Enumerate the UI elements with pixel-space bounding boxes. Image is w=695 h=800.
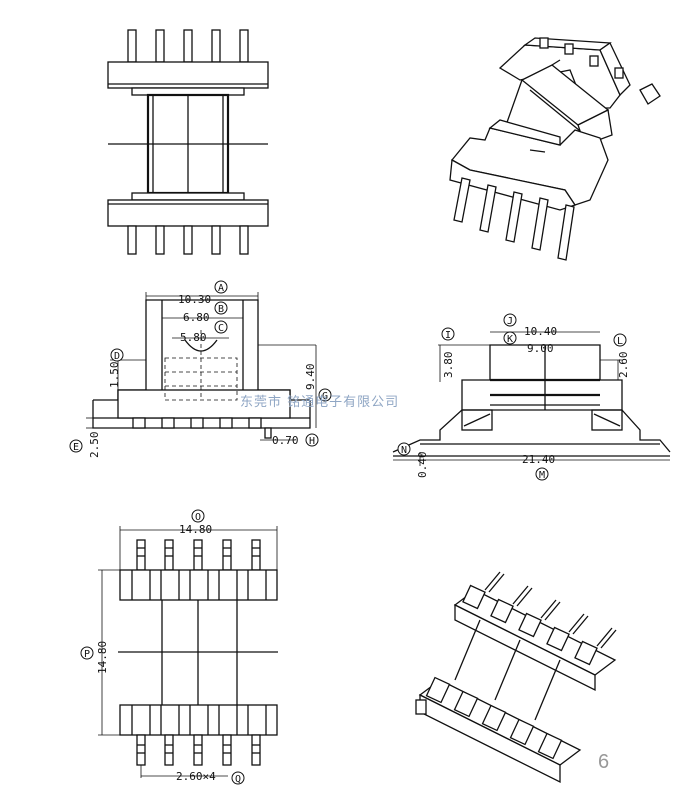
dim-21-40: 21.40 — [522, 453, 555, 466]
svg-text:A: A — [218, 283, 224, 294]
svg-text:M: M — [539, 470, 545, 481]
dim-9-40: 9.40 — [304, 364, 317, 391]
callout-m: M — [535, 467, 549, 481]
callout-n: N — [397, 442, 411, 456]
dim-9-00: 9.00 — [527, 342, 554, 355]
svg-text:G: G — [322, 391, 328, 402]
callout-j: J — [503, 313, 517, 327]
iso2-front-pins — [415, 676, 563, 760]
svg-text:H: H — [309, 436, 315, 447]
svg-text:Q: Q — [235, 774, 241, 785]
svg-text:J: J — [507, 316, 513, 327]
svg-text:D: D — [114, 351, 120, 362]
page-number: 6 — [598, 751, 609, 773]
dim-10-30: 10.30 — [178, 293, 211, 306]
bottom-view-top-pins — [136, 539, 261, 571]
callout-l: L — [613, 333, 627, 347]
watermark: 东莞市 铭通电子有限公司 — [240, 394, 399, 410]
bottom-pins — [127, 225, 249, 255]
svg-text:E: E — [73, 442, 79, 453]
dim-0-40: 0.40 — [416, 452, 429, 479]
svg-text:O: O — [195, 512, 201, 523]
svg-text:K: K — [507, 334, 513, 345]
iso2-back-pins — [462, 571, 617, 666]
isometric-view-bottom — [415, 571, 617, 784]
top-view — [107, 29, 269, 255]
svg-text:B: B — [218, 304, 224, 315]
bottom-view-bottom-pins — [136, 734, 261, 766]
svg-text:L: L — [617, 336, 623, 347]
callout-k: K — [503, 331, 517, 345]
side-view: 10.40 9.00 3.80 2.60 21.40 0.40 I J K L … — [392, 313, 671, 481]
dim-3-80: 3.80 — [442, 352, 455, 379]
top-pins — [127, 29, 249, 63]
svg-text:N: N — [401, 445, 407, 456]
dim-pitch: 2.60×4 — [176, 770, 216, 783]
callout-q: Q — [231, 771, 245, 785]
dim-1-50: 1.50 — [108, 362, 121, 389]
dim-2-50: 2.50 — [88, 432, 101, 459]
dim-5-80: 5.80 — [180, 331, 207, 344]
callout-h: H — [305, 433, 319, 447]
callout-g: G — [318, 388, 332, 402]
callout-d: D — [110, 348, 124, 362]
isometric-view-top — [449, 37, 661, 261]
callout-b: B — [214, 301, 228, 315]
iso-front-pins — [453, 177, 575, 261]
dim-14-80-width: 14.80 — [179, 523, 212, 536]
svg-text:C: C — [218, 323, 224, 334]
svg-text:I: I — [445, 330, 451, 341]
dim-6-80: 6.80 — [183, 311, 210, 324]
callout-e: E — [69, 439, 83, 453]
dim-10-40: 10.40 — [524, 325, 557, 338]
callout-a: A — [214, 280, 228, 294]
dim-2-60: 2.60 — [617, 352, 630, 379]
svg-text:P: P — [84, 649, 90, 660]
callout-c: C — [214, 320, 228, 334]
bottom-view: 14.80 14.80 2.60×4 O P Q — [80, 509, 278, 785]
dim-14-80-height: 14.80 — [96, 641, 109, 674]
callout-p: P — [80, 646, 94, 660]
dim-0-70: 0.70 — [272, 434, 299, 447]
callout-i: I — [441, 327, 455, 341]
callout-o: O — [191, 509, 205, 523]
front-view: 10.30 6.80 5.80 1.50 2.50 0.70 9.40 A B … — [69, 280, 332, 459]
